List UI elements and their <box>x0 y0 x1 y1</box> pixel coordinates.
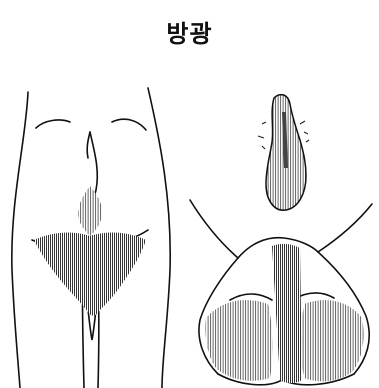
back-view-sacral-zone <box>78 186 102 236</box>
pelvic-view-central-zone <box>272 244 302 383</box>
pelvic-view-figure <box>190 200 372 385</box>
back-view-lower-zone <box>34 233 146 316</box>
organ-figure <box>258 95 309 211</box>
back-view-figure <box>12 88 170 388</box>
pelvic-view-right-zone <box>301 300 364 381</box>
pelvic-view-left-zone <box>206 300 273 381</box>
